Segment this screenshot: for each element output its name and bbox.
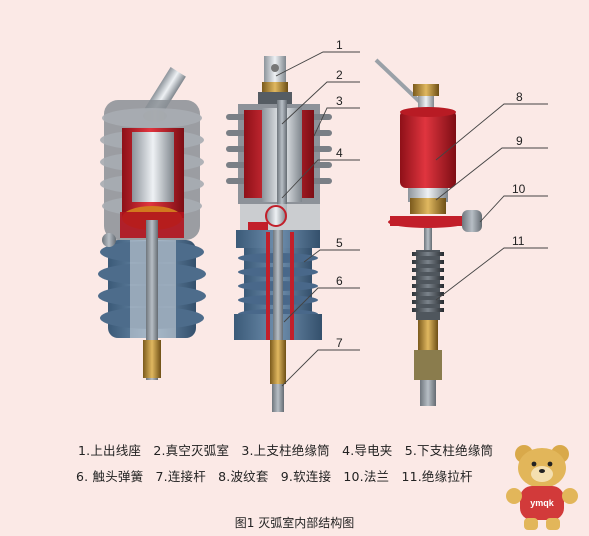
callout-1: 1 — [336, 38, 343, 52]
callout-7: 7 — [336, 336, 343, 350]
svg-text:ymqk: ymqk — [530, 498, 555, 508]
callout-11: 11 — [512, 234, 525, 248]
callout-8: 8 — [516, 90, 523, 104]
legend-item: 11.绝缘拉杆 — [401, 469, 473, 484]
callout-3: 3 — [336, 94, 343, 108]
legend-item: 8.波纹套 — [218, 469, 269, 484]
legend-item: 1.上出线座 — [78, 443, 142, 458]
legend-row-1: 1.上出线座 2.真空灭弧室 3.上支柱绝缘筒 4.导电夹 5.下支柱绝缘筒 — [78, 440, 589, 459]
legend-item: 3.上支柱绝缘筒 — [241, 443, 330, 458]
bear-mascot-watermark: ymqk — [506, 445, 578, 530]
callout-2: 2 — [336, 68, 343, 82]
legend-item: 9.软连接 — [280, 469, 332, 484]
callout-10: 10 — [512, 182, 526, 196]
callout-4: 4 — [336, 146, 343, 160]
legend-item: 5.下支柱绝缘筒 — [404, 443, 494, 458]
center-section-assembly — [226, 56, 332, 412]
leader-lines — [275, 51, 548, 387]
callout-6: 6 — [336, 274, 343, 288]
callout-9: 9 — [516, 134, 523, 148]
legend-row-2: 6. 触头弹簧 7.连接杆 8.波纹套 9.软连接 10.法兰 11.绝缘拉杆 — [76, 466, 589, 485]
callout-5: 5 — [336, 236, 343, 250]
legend-item: 7.连接杆 — [155, 469, 206, 484]
legend-item: 6. 触头弹簧 — [76, 469, 144, 484]
legend-item: 10.法兰 — [343, 469, 390, 484]
legend-item: 2.真空灭弧室 — [153, 443, 230, 458]
left-cutaway-assembly — [98, 67, 206, 380]
figure-caption: 图1 灭弧室内部结构图 — [234, 516, 355, 530]
right-external-assembly — [374, 58, 482, 406]
legend-item: 4.导电夹 — [342, 443, 393, 458]
